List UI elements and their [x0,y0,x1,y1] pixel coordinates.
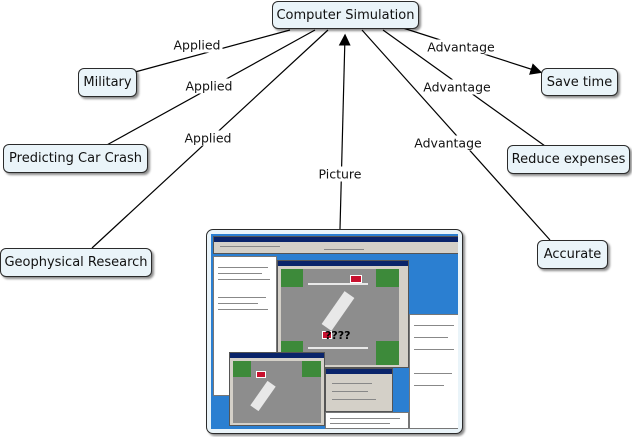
dialog-window [325,368,393,412]
node-label: Reduce expenses [511,152,626,167]
link-label-applied: Applied [183,78,235,94]
node-label: Save time [546,74,613,90]
node-label: Predicting Car Crash [9,151,142,166]
question-marks-overlay: ???? [325,329,351,342]
app-window-toolbar [213,236,458,254]
node-label: Accurate [543,247,602,262]
link-label-advantage: Advantage [412,135,484,151]
data-panel [409,314,458,429]
node-picture[interactable]: ???? [206,229,463,434]
link-label-applied: Applied [171,37,223,53]
node-label: Geophysical Research [4,255,148,270]
node-reduce-expenses[interactable]: Reduce expenses [507,145,630,174]
link-label-applied: Applied [182,130,234,146]
node-label: Computer Simulation [276,7,415,23]
link-label-advantage: Advantage [425,39,497,55]
bottom-table [325,412,409,429]
node-geophysical-research[interactable]: Geophysical Research [0,248,152,277]
node-computer-simulation[interactable]: Computer Simulation [272,1,419,29]
link-label-advantage: Advantage [421,79,493,95]
node-accurate[interactable]: Accurate [537,240,608,269]
traffic-simulation-screenshot: ???? [211,234,458,429]
node-label: Military [83,75,132,90]
node-military[interactable]: Military [78,68,137,97]
link-picture [338,33,351,230]
link-label-picture: Picture [316,166,364,182]
node-save-time[interactable]: Save time [541,68,618,96]
simulation-window-bottom [229,352,325,426]
node-predicting-car-crash[interactable]: Predicting Car Crash [3,144,148,173]
